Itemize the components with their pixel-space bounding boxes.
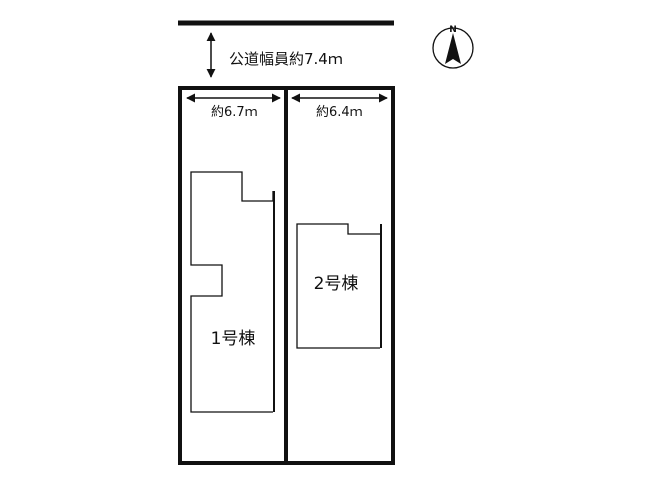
compass-icon: N xyxy=(432,25,474,69)
lot-2-boundary xyxy=(284,86,395,465)
lot-2-width-label: 約6.4ｍ xyxy=(316,105,363,120)
lot-1-boundary xyxy=(178,86,288,465)
building-1-label: 1号棟 xyxy=(211,329,256,349)
building-2-footprint xyxy=(296,223,380,349)
building-2-label: 2号棟 xyxy=(314,274,359,294)
lot-1-width-label: 約6.7ｍ xyxy=(211,105,258,120)
compass-north-label: N xyxy=(449,25,457,35)
road-width-label: 公道幅員約7.4ｍ xyxy=(229,50,343,68)
building-1-footprint xyxy=(190,171,274,413)
